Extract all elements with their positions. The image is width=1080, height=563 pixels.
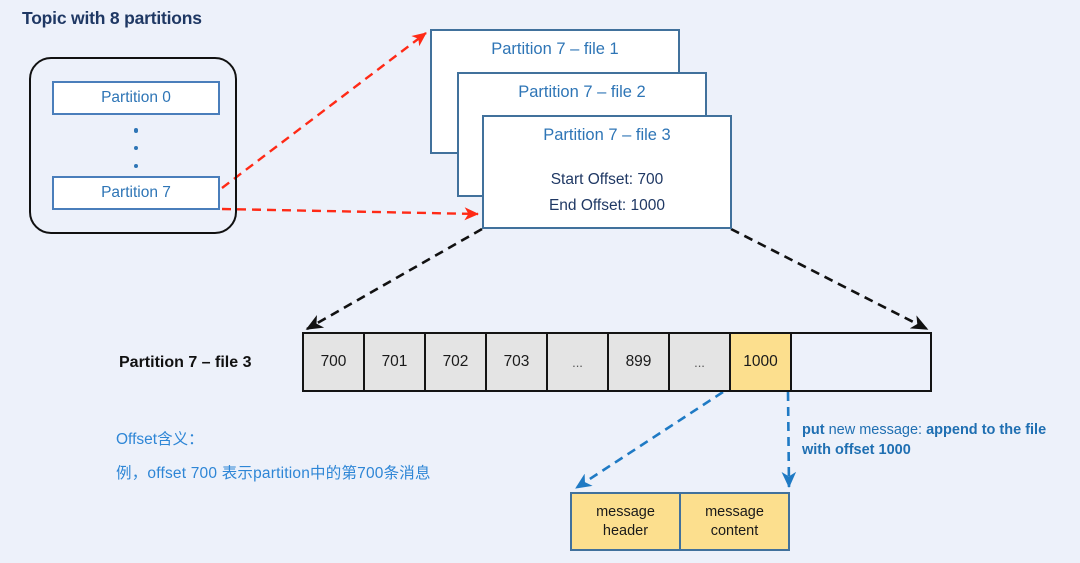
file-card-3-title: Partition 7 – file 3 (543, 126, 671, 144)
vertical-ellipsis-icon (126, 128, 146, 168)
message-header-cell[interactable]: message header (572, 494, 681, 549)
page-title: Topic with 8 partitions (22, 8, 202, 28)
offset-cell-700[interactable]: 700 (304, 334, 365, 390)
message-structure: message header message content (570, 492, 790, 551)
message-content-line-2: content (710, 522, 759, 539)
offset-cell-702[interactable]: 702 (426, 334, 487, 390)
arrow-partition7-to-file1 (221, 32, 427, 189)
file-card-1-title: Partition 7 – file 1 (491, 40, 619, 58)
arrow-cell1000-to-message-struct (575, 390, 724, 490)
segment-label: Partition 7 – file 3 (119, 354, 252, 371)
offset-note-line-2: 例，offset 700 表示partition中的第700条消息 (116, 465, 431, 482)
partition-label-7: Partition 7 (101, 184, 171, 201)
dot-2 (133, 145, 139, 151)
offset-cell-701[interactable]: 701 (365, 334, 426, 390)
offset-cell-ellipsis-2: ... (670, 334, 731, 390)
arrow-file3-to-strip-left (305, 227, 483, 331)
put-caption-bold-2: append to the file with offset 1000 (802, 422, 1047, 458)
offset-cell-1000[interactable]: 1000 (731, 334, 792, 390)
file-card-3-end-offset: End Offset: 1000 (548, 197, 666, 214)
dot-3 (133, 163, 139, 168)
file-card-3[interactable]: Partition 7 – file 3 Start Offset: 700 E… (482, 115, 732, 229)
offset-note-line-1: Offset含义： (116, 431, 204, 448)
message-content-line-1: message (705, 503, 764, 520)
dot-1 (133, 128, 139, 133)
put-new-message-caption: put new message: append to the file with… (802, 420, 1072, 460)
offset-cell-free-space (792, 334, 930, 390)
message-header-line-2: header (602, 522, 649, 539)
message-header-line-1: message (596, 503, 655, 520)
offset-cell-899[interactable]: 899 (609, 334, 670, 390)
arrow-append-pointer (781, 391, 797, 489)
arrow-partition7-to-file3 (221, 207, 479, 221)
topic-container (29, 57, 237, 234)
partition-box-0[interactable]: Partition 0 (52, 81, 220, 115)
put-caption-bold-1: put (802, 422, 825, 438)
file-card-3-start-offset: Start Offset: 700 (550, 171, 664, 188)
put-caption-normal-1: new message: (824, 422, 927, 438)
arrow-file3-to-strip-right (730, 227, 929, 331)
message-content-cell[interactable]: message content (681, 494, 788, 549)
offset-cell-strip: 700 701 702 703 ... 899 ... 1000 (302, 332, 932, 392)
offset-cell-ellipsis-1: ... (548, 334, 609, 390)
offset-cell-703[interactable]: 703 (487, 334, 548, 390)
partition-box-7[interactable]: Partition 7 (52, 176, 220, 210)
offset-explanation-note: Offset含义： 例，offset 700 表示partition中的第700… (116, 423, 431, 491)
partition-label-0: Partition 0 (101, 89, 171, 106)
file-card-2-title: Partition 7 – file 2 (518, 83, 646, 101)
